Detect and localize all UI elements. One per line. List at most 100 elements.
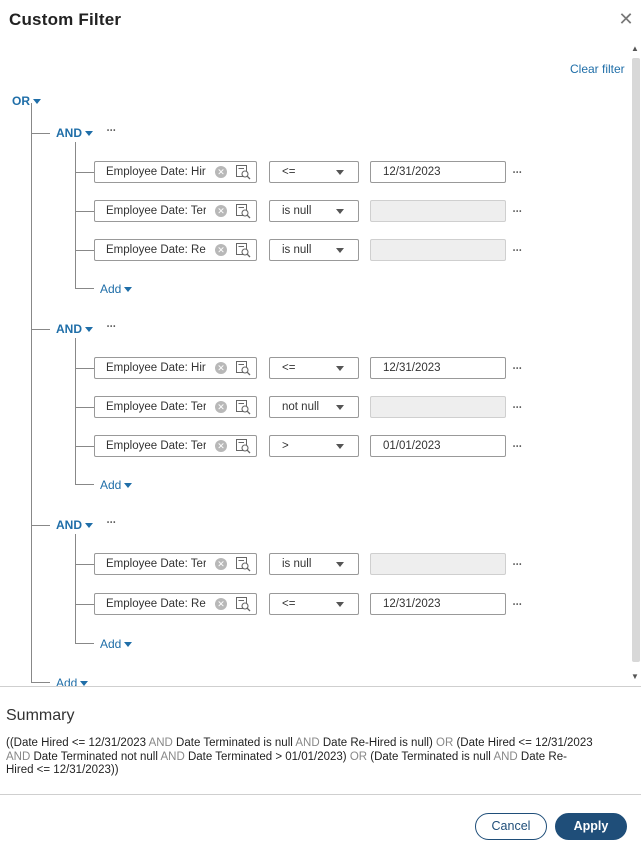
- clear-field-icon[interactable]: ✕: [215, 244, 227, 256]
- clear-field-icon[interactable]: ✕: [215, 166, 227, 178]
- tree-line: [31, 682, 50, 683]
- clear-field-icon[interactable]: ✕: [215, 598, 227, 610]
- operator-dropdown[interactable]: is null: [269, 553, 359, 575]
- tree-line: [75, 338, 76, 484]
- clear-field-icon[interactable]: ✕: [215, 401, 227, 413]
- condition-value-input[interactable]: 12/31/2023: [370, 161, 506, 183]
- condition-field-input[interactable]: Employee Date: Terminated ✕: [94, 200, 257, 222]
- condition-field-input[interactable]: Employee Date: Hired ✕: [94, 357, 257, 379]
- operator-label: not null: [282, 401, 320, 413]
- condition-field-input[interactable]: Employee Date: Re-Hired✕: [94, 239, 257, 261]
- summary-line-1: ((Date Hired <= 12/31/2023 AND Date Term…: [6, 737, 634, 751]
- divider: [0, 686, 641, 687]
- summary-operator: AND: [160, 750, 185, 763]
- operator-dropdown[interactable]: <=: [269, 161, 359, 183]
- add-condition-dropdown[interactable]: Add: [100, 478, 133, 492]
- scroll-up-icon[interactable]: ▲: [631, 44, 639, 53]
- field-name: Employee Date: Terminated: [106, 205, 206, 217]
- operator-dropdown[interactable]: is null: [269, 239, 359, 261]
- clear-field-icon[interactable]: ✕: [215, 362, 227, 374]
- group-more-options-icon[interactable]: •••: [107, 520, 117, 526]
- browse-field-icon[interactable]: [235, 242, 251, 258]
- condition-field-input[interactable]: Employee Date: Terminated ✕: [94, 435, 257, 457]
- row-more-options-icon[interactable]: •••: [513, 248, 523, 254]
- browse-field-icon[interactable]: [235, 203, 251, 219]
- operator-label: is null: [282, 205, 312, 217]
- field-name: Employee Date: Terminated: [106, 401, 206, 413]
- browse-field-icon[interactable]: [235, 596, 251, 612]
- condition-field-input[interactable]: Employee Date: Terminated ✕: [94, 396, 257, 418]
- tree-line: [75, 484, 94, 485]
- row-more-options-icon[interactable]: •••: [513, 405, 523, 411]
- tree-line: [31, 525, 50, 526]
- tree-line: [75, 534, 76, 643]
- condition-value-input[interactable]: 12/31/2023: [370, 593, 506, 615]
- add-label: Add: [100, 478, 122, 492]
- operator-dropdown[interactable]: <=: [269, 357, 359, 379]
- row-more-options-icon[interactable]: •••: [513, 444, 523, 450]
- tree-line: [75, 407, 94, 408]
- operator-dropdown[interactable]: is null: [269, 200, 359, 222]
- condition-value-input[interactable]: 01/01/2023: [370, 435, 506, 457]
- close-icon[interactable]: ✕: [618, 9, 634, 29]
- browse-field-icon[interactable]: [235, 360, 251, 376]
- clear-field-icon[interactable]: ✕: [215, 558, 227, 570]
- root-logic-dropdown[interactable]: OR: [12, 94, 41, 108]
- browse-field-icon[interactable]: [235, 164, 251, 180]
- summary-operator: AND: [295, 737, 320, 749]
- tree-line: [75, 211, 94, 212]
- clear-field-icon[interactable]: ✕: [215, 205, 227, 217]
- value-text: 12/31/2023: [383, 362, 441, 374]
- operator-dropdown[interactable]: >: [269, 435, 359, 457]
- clear-filter-link[interactable]: Clear filter: [570, 62, 625, 76]
- scrollbar[interactable]: ▲ ▼: [629, 44, 641, 686]
- row-more-options-icon[interactable]: •••: [513, 209, 523, 215]
- summary-operator: OR: [436, 737, 454, 749]
- summary-operator: OR: [349, 750, 368, 763]
- field-name: Employee Date: Terminated: [106, 558, 206, 570]
- condition-value-input[interactable]: 12/31/2023: [370, 357, 506, 379]
- apply-button[interactable]: Apply: [555, 813, 627, 840]
- operator-dropdown[interactable]: <=: [269, 593, 359, 615]
- add-group-dropdown[interactable]: Add: [56, 676, 89, 686]
- field-name: Employee Date: Hired: [106, 362, 206, 374]
- chevron-down-icon: [336, 405, 344, 410]
- summary-operator: AND: [493, 750, 518, 763]
- row-more-options-icon[interactable]: •••: [513, 562, 523, 568]
- tree-line: [31, 133, 50, 134]
- group-logic-dropdown[interactable]: AND: [56, 126, 93, 140]
- chevron-down-icon: [124, 286, 133, 292]
- operator-label: >: [282, 440, 289, 452]
- cancel-button[interactable]: Cancel: [475, 813, 547, 840]
- scroll-thumb[interactable]: [632, 58, 640, 662]
- summary-segment: Date Re-: [517, 750, 567, 763]
- field-name: Employee Date: Terminated: [106, 440, 206, 452]
- summary-operator: AND: [6, 750, 31, 763]
- row-more-options-icon[interactable]: •••: [513, 602, 523, 608]
- group-logic-dropdown[interactable]: AND: [56, 518, 93, 532]
- browse-field-icon[interactable]: [235, 438, 251, 454]
- group-logic-dropdown[interactable]: AND: [56, 322, 93, 336]
- add-condition-dropdown[interactable]: Add: [100, 282, 133, 296]
- clear-field-icon[interactable]: ✕: [215, 440, 227, 452]
- chevron-down-icon: [336, 366, 344, 371]
- operator-dropdown[interactable]: not null: [269, 396, 359, 418]
- chevron-down-icon: [124, 482, 133, 488]
- group-logic-label: AND: [56, 322, 82, 336]
- condition-field-input[interactable]: Employee Date: Re-Hired✕: [94, 593, 257, 615]
- row-more-options-icon[interactable]: •••: [513, 366, 523, 372]
- summary-segment: ((Date Hired <= 12/31/2023: [6, 737, 149, 749]
- group-more-options-icon[interactable]: •••: [107, 128, 117, 134]
- browse-field-icon[interactable]: [235, 556, 251, 572]
- scroll-down-icon[interactable]: ▼: [631, 672, 639, 681]
- condition-field-input[interactable]: Employee Date: Terminated ✕: [94, 553, 257, 575]
- summary-segment: Hired <= 12/31/2023)): [6, 764, 119, 776]
- operator-label: <=: [282, 362, 296, 374]
- add-condition-dropdown[interactable]: Add: [100, 637, 133, 651]
- group-more-options-icon[interactable]: •••: [107, 324, 117, 330]
- value-text: 01/01/2023: [383, 440, 441, 452]
- condition-field-input[interactable]: Employee Date: Hired✕: [94, 161, 257, 183]
- row-more-options-icon[interactable]: •••: [513, 170, 523, 176]
- summary-title: Summary: [6, 707, 75, 724]
- browse-field-icon[interactable]: [235, 399, 251, 415]
